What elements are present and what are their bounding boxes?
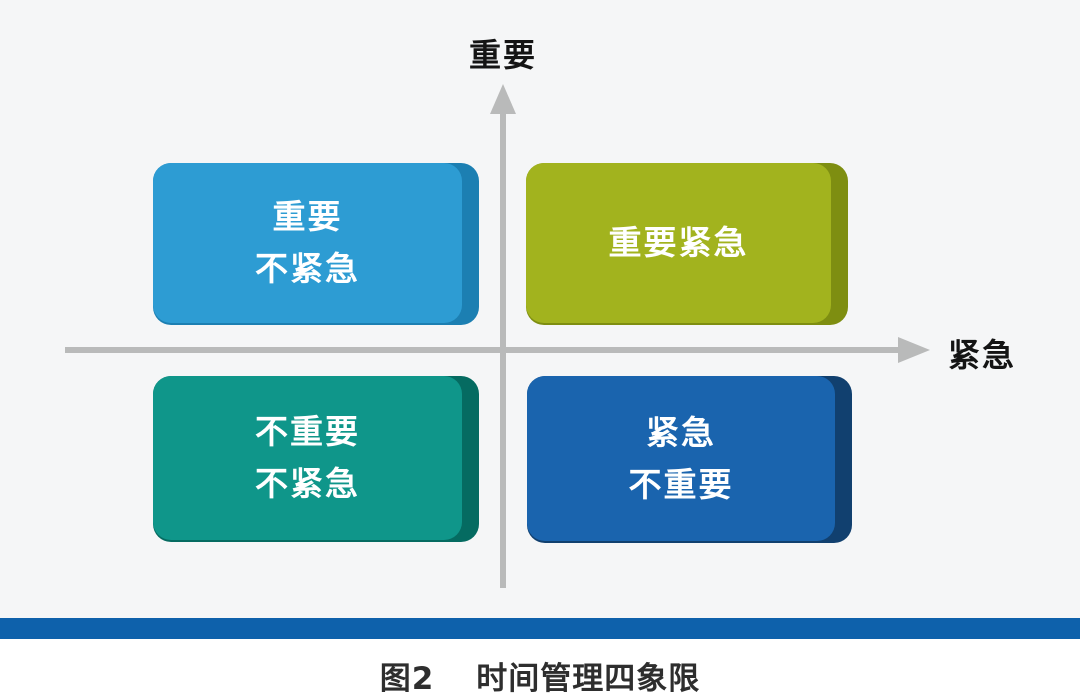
quadrant-face: 不重要 不紧急 (153, 376, 462, 540)
quadrant-label-line: 重要紧急 (608, 223, 749, 263)
horizontal-axis-line (65, 347, 898, 353)
quadrant-face: 重要紧急 (526, 163, 831, 323)
horizontal-axis-label: 紧急 (948, 336, 1017, 374)
quadrant-label-line: 紧急 (646, 412, 716, 452)
quadrant-face: 重要 不紧急 (153, 163, 462, 323)
quadrant-important-urgent: 重要紧急 (526, 163, 848, 325)
diagram-background: 重要 紧急 重要 不紧急 重要紧急 不重要 不紧急 (65, 36, 1017, 588)
quadrant-label-line: 不紧急 (255, 464, 360, 503)
quadrant-label-line: 不重要 (255, 412, 360, 452)
figure-caption-title: 时间管理四象限 (476, 661, 701, 697)
quadrant-label-line: 不重要 (628, 464, 734, 504)
arrow-up-icon (490, 84, 516, 114)
quadrant-label-line: 不紧急 (255, 249, 360, 288)
figure-caption-number: 图2 (379, 661, 435, 697)
quadrant-not-important-not-urgent: 不重要 不紧急 (153, 376, 479, 542)
figure-caption: 图2 时间管理四象限 (0, 653, 1080, 698)
divider-bar (0, 618, 1080, 639)
arrow-right-icon (898, 337, 930, 363)
quadrant-face: 紧急 不重要 (527, 376, 835, 541)
quadrant-label-line: 重要 (272, 197, 343, 237)
vertical-axis-label: 重要 (468, 36, 537, 74)
quadrant-important-not-urgent: 重要 不紧急 (153, 163, 479, 325)
quadrant-urgent-not-important: 紧急 不重要 (527, 376, 852, 543)
